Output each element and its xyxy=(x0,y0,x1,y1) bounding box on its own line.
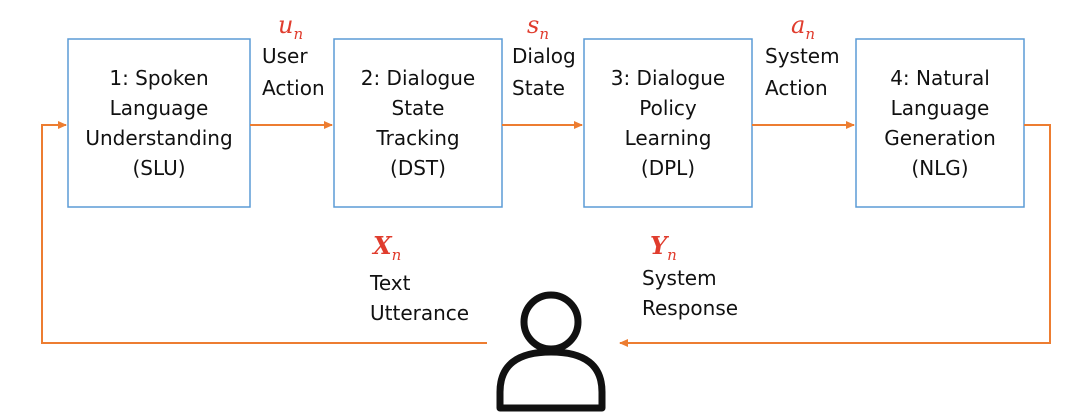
box-dst: 2: Dialogue State Tracking (DST) xyxy=(333,38,503,208)
user-icon xyxy=(496,291,606,412)
edge-label-user-action-2: Action xyxy=(262,76,325,100)
box-slu-line-2: Language xyxy=(110,96,209,120)
edge-label-user-action-1: User xyxy=(262,44,308,68)
output-label-1: System xyxy=(642,266,717,290)
box-nlg-line-3: Generation xyxy=(884,126,996,150)
box-slu: 1: Spoken Language Understanding (SLU) xyxy=(67,38,251,208)
output-var: Yn xyxy=(650,231,677,264)
box-dpl-line-4: (DPL) xyxy=(641,156,695,180)
box-nlg-line-4: (NLG) xyxy=(911,156,968,180)
box-nlg-line-1: 4: Natural xyxy=(890,66,990,90)
input-label-2: Utterance xyxy=(370,301,469,325)
box-dpl: 3: Dialogue Policy Learning (DPL) xyxy=(583,38,753,208)
box-dpl-line-2: Policy xyxy=(639,96,697,120)
box-dpl-line-1: 3: Dialogue xyxy=(611,66,726,90)
edge-var-dialog-state: sn xyxy=(527,11,549,43)
box-dst-line-4: (DST) xyxy=(390,156,446,180)
arrow-nlg-to-user xyxy=(619,124,1051,347)
edge-label-dialog-state-2: State xyxy=(512,76,565,100)
input-label-1: Text xyxy=(369,271,411,295)
box-dst-line-3: Tracking xyxy=(375,126,459,150)
edge-var-system-action: an xyxy=(791,11,815,43)
box-dpl-line-3: Learning xyxy=(625,126,712,150)
edge-var-user-action: un xyxy=(278,11,303,43)
box-slu-line-4: (SLU) xyxy=(132,156,185,180)
edge-label-system-action-1: System xyxy=(765,44,840,68)
box-slu-line-3: Understanding xyxy=(85,126,232,150)
edge-label-dialog-state-1: Dialog xyxy=(512,44,576,68)
box-nlg-line-2: Language xyxy=(891,96,990,120)
output-label-2: Response xyxy=(642,296,738,320)
edge-label-system-action-2: Action xyxy=(765,76,828,100)
box-slu-line-1: 1: Spoken xyxy=(109,66,208,90)
box-nlg: 4: Natural Language Generation (NLG) xyxy=(855,38,1025,208)
box-dst-line-2: State xyxy=(392,96,445,120)
arrow-user-to-slu xyxy=(41,121,487,344)
box-dst-line-1: 2: Dialogue xyxy=(361,66,476,90)
input-var: Xn xyxy=(371,231,401,264)
